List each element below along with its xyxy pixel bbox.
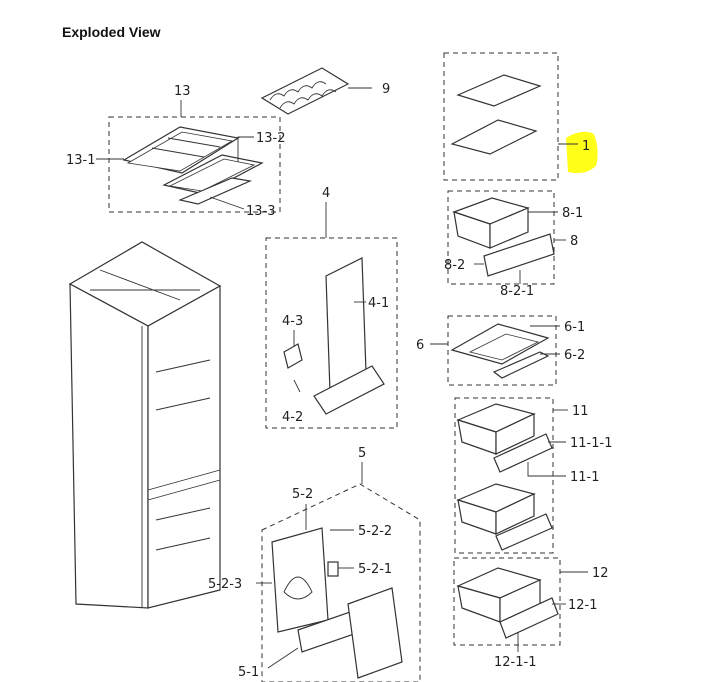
part-group-5 [256, 462, 421, 682]
label-5-2: 5-2 [292, 487, 313, 502]
label-1: 1 [582, 139, 590, 154]
page-title: Exploded View [62, 24, 161, 40]
highlight-marker [566, 131, 598, 174]
label-5: 5 [358, 446, 366, 461]
label-5-1: 5-1 [238, 665, 259, 680]
label-6: 6 [416, 338, 424, 353]
label-6-1: 6-1 [564, 320, 585, 335]
label-11: 11 [572, 404, 589, 419]
label-13-2: 13-2 [256, 131, 286, 146]
label-12-1-1: 12-1-1 [494, 655, 536, 670]
label-4-3: 4-3 [282, 314, 303, 329]
part-group-6 [430, 315, 560, 386]
part-group-1 [443, 52, 578, 181]
label-8-2-1: 8-2-1 [500, 284, 534, 299]
part-group-11 [454, 397, 568, 554]
label-9: 9 [382, 82, 390, 97]
label-13-3: 13-3 [246, 204, 276, 219]
fridge-body [68, 241, 222, 609]
label-13-1: 13-1 [66, 153, 96, 168]
label-12-1: 12-1 [568, 598, 598, 613]
label-5-2-1: 5-2-1 [358, 562, 392, 577]
label-5-2-3: 5-2-3 [208, 577, 242, 592]
part-group-4 [265, 202, 398, 429]
label-8: 8 [570, 234, 578, 249]
label-4-2: 4-2 [282, 410, 303, 425]
label-8-2: 8-2 [444, 258, 465, 273]
label-6-2: 6-2 [564, 348, 585, 363]
part-9-wine-rack [260, 67, 372, 115]
label-5-2-2: 5-2-2 [358, 524, 392, 539]
label-12: 12 [592, 566, 609, 581]
label-13: 13 [174, 84, 191, 99]
label-11-1: 11-1 [570, 470, 600, 485]
label-8-1: 8-1 [562, 206, 583, 221]
part-group-13 [96, 100, 281, 213]
part-group-8 [447, 190, 566, 285]
label-4: 4 [322, 186, 330, 201]
label-4-1: 4-1 [368, 296, 389, 311]
label-11-1-1: 11-1-1 [570, 436, 612, 451]
part-group-12 [453, 557, 588, 652]
